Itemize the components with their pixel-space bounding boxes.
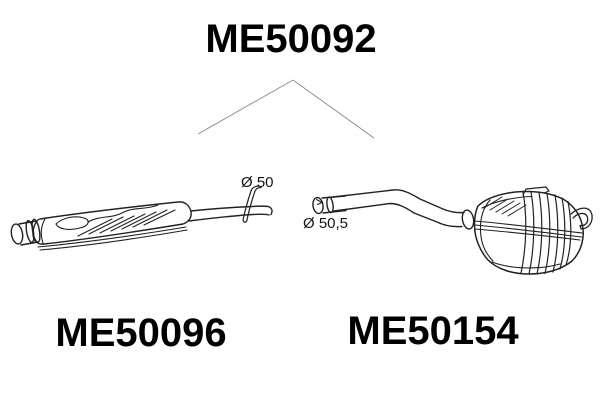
bottom-seam-lines (37, 226, 188, 251)
part-number-rear-silencer: ME50154 (347, 309, 519, 353)
inlet-flange-ring-2 (31, 218, 41, 243)
rear-body-outline (473, 190, 584, 275)
inlet-sleeve-ring (326, 196, 334, 214)
body-surface-patch (55, 216, 89, 230)
part-number-mid-silencer: ME50096 (55, 311, 227, 355)
pointer-lines (197, 79, 375, 139)
body-ribs (77, 209, 176, 237)
top-mount-bracket (522, 186, 550, 196)
hanger-rod (242, 185, 262, 223)
inlet-pipe-notch (316, 199, 323, 205)
pointer-line-right (292, 79, 375, 139)
rear-hatching (483, 196, 527, 217)
assembly-part-number: ME50092 (205, 17, 377, 61)
body-inlet-collar (461, 209, 475, 230)
muffler-endcap-line (40, 218, 46, 244)
rear-silencer-drawing (312, 186, 593, 275)
rear-bottom-contour (491, 261, 561, 269)
rear-seam-band (473, 220, 583, 241)
inlet-pipe-opening (312, 196, 324, 215)
outlet-pipe (188, 205, 273, 222)
inlet-flange-ring-1 (25, 219, 35, 244)
diameter-label-rear-silencer: Ø 50,5 (303, 215, 349, 232)
inlet-stub-opening (10, 223, 24, 245)
body-surface-contour (87, 204, 159, 223)
diameter-label-mid-silencer: Ø 50 (241, 174, 274, 191)
inlet-pipe-run (332, 189, 465, 228)
mid-silencer-drawing (10, 185, 273, 251)
rear-top-contour (481, 195, 533, 209)
pointer-line-left (197, 79, 294, 135)
tailpipe-hook (570, 207, 593, 230)
